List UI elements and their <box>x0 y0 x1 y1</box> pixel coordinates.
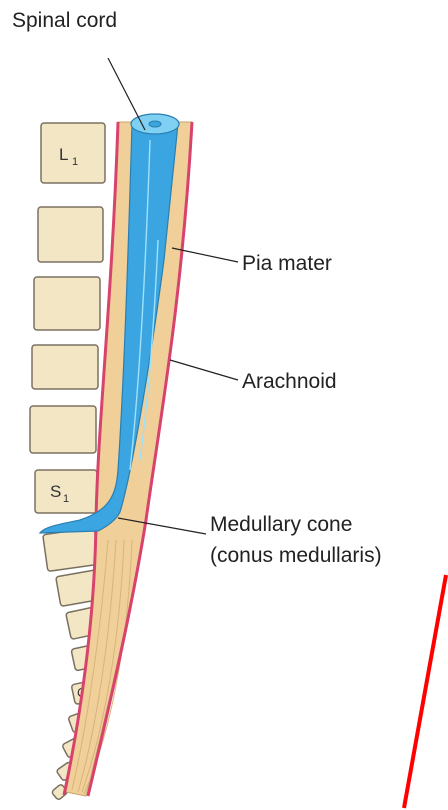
vertebra-l5 <box>30 406 96 453</box>
vertebra-l4 <box>32 345 98 389</box>
leader-arachnoid <box>170 360 238 380</box>
vertebra-l3 <box>34 277 100 330</box>
red-annotation-line <box>404 575 446 808</box>
label-pia-mater: Pia mater <box>242 252 332 275</box>
vertebra-label-l1: L <box>59 145 68 164</box>
label-medullary-cone: Medullary cone <box>210 513 352 536</box>
label-arachnoid: Arachnoid <box>242 370 337 393</box>
vertebra-s1 <box>35 470 97 513</box>
leader-spinal-cord <box>108 58 145 130</box>
vertebra-label-s1: S <box>50 482 61 501</box>
vertebra-l2 <box>38 207 103 262</box>
vertebra-sub-l1: 1 <box>72 156 78 168</box>
central-canal <box>149 121 161 127</box>
label-conus-medullaris: (conus medullaris) <box>210 544 382 567</box>
vertebra-s2 <box>43 528 100 572</box>
vertebra-sub-s1: 1 <box>63 493 69 505</box>
label-spinal-cord: Spinal cord <box>12 9 117 32</box>
vertebra-l1 <box>41 123 105 183</box>
